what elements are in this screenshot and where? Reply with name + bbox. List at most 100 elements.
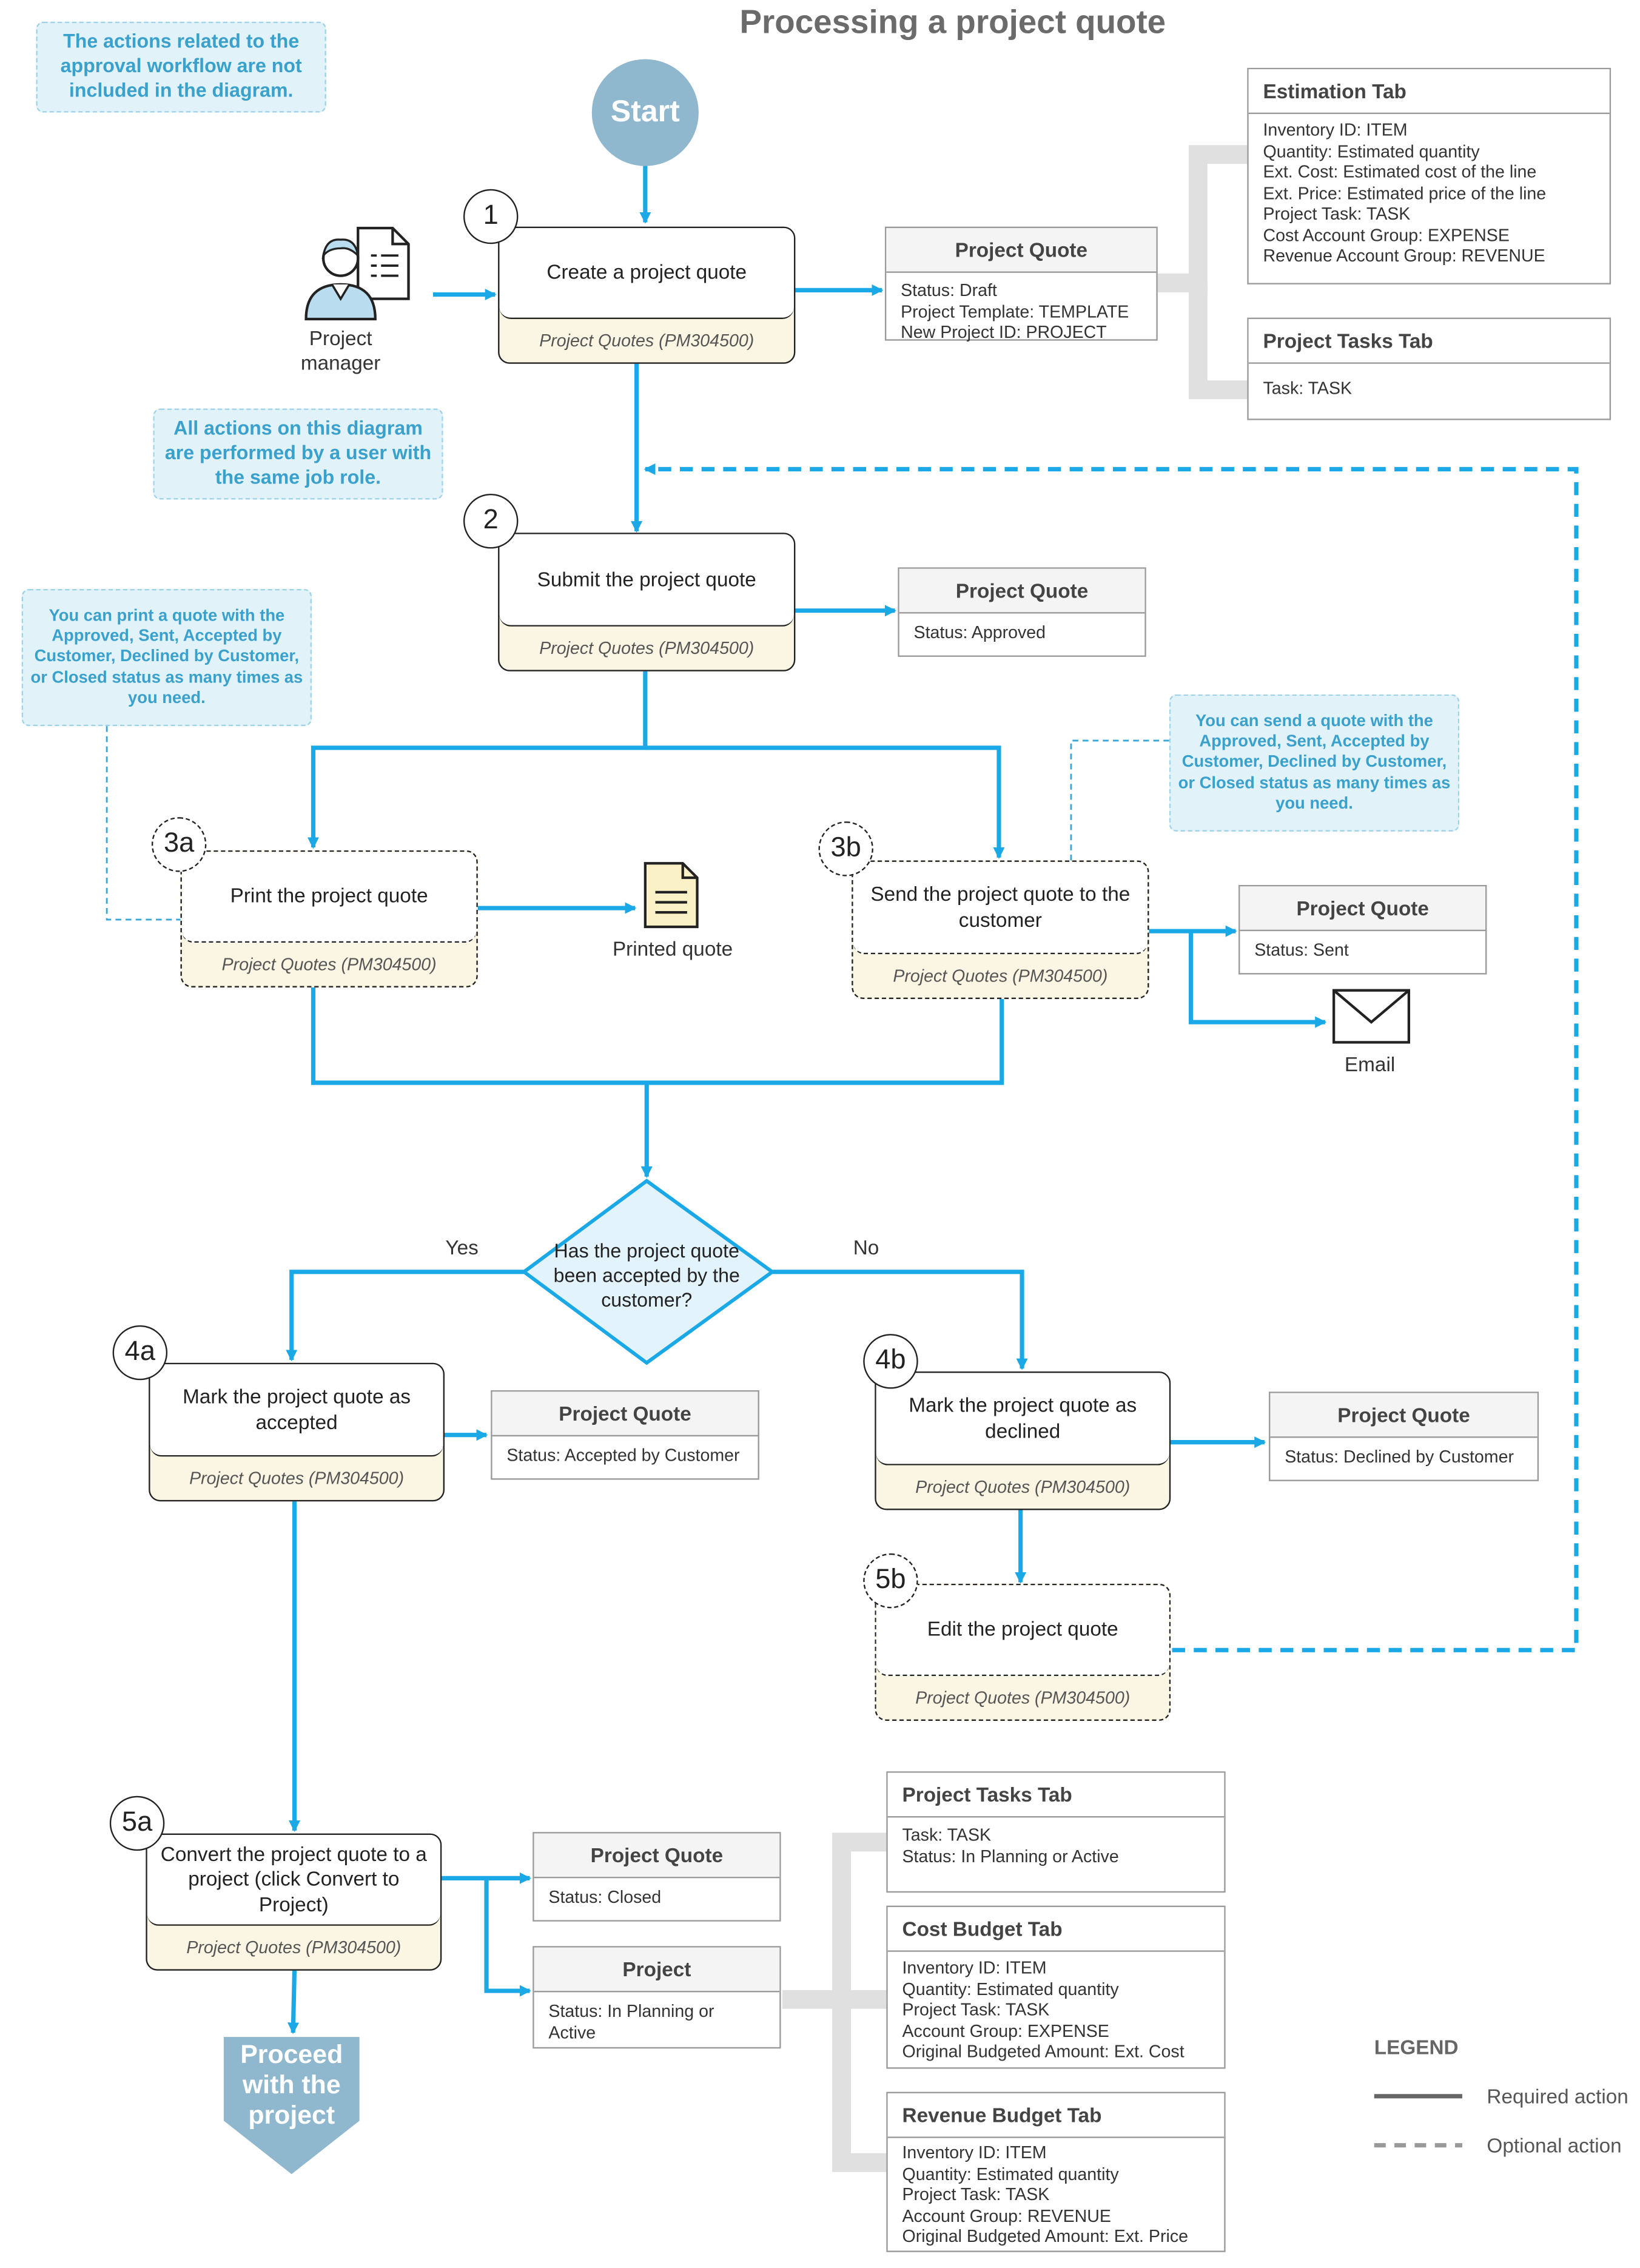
step-5b-label: Edit the project quote [876, 1585, 1169, 1677]
step-3a-screen: Project Quotes (PM304500) [221, 954, 437, 975]
card-pq-sent-title: Project Quote [1240, 886, 1486, 932]
step-2-label: Submit the project quote [499, 534, 795, 627]
card-tasks-2-line-2: Status: In Planning or Active [902, 1845, 1119, 1866]
step-1-screen: Project Quotes (PM304500) [539, 331, 754, 351]
card-cost-budget-line-5: Original Budgeted Amount: Ext. Cost [902, 2041, 1185, 2062]
card-pq-approved-title: Project Quote [899, 568, 1145, 614]
card-revenue-budget-line-4: Account Group: REVENUE [902, 2205, 1111, 2226]
card-pq-declined: Project Quote Status: Declined by Custom… [1269, 1391, 1539, 1481]
card-pq-draft-title: Project Quote [886, 228, 1157, 273]
step-5a-label: Convert the project quote to a project (… [147, 1834, 440, 1926]
card-revenue-budget: Revenue Budget Tab Inventory ID: ITEM Qu… [886, 2091, 1226, 2252]
step-5b-box[interactable]: Edit the project quote Project Quotes (P… [875, 1583, 1171, 1721]
card-revenue-budget-line-1: Inventory ID: ITEM [902, 2142, 1047, 2163]
page-title: Processing a project quote [739, 2, 1166, 41]
step-3b-box[interactable]: Send the project quote to the customer P… [852, 860, 1149, 999]
card-tasks-2-title: Project Tasks Tab [887, 1772, 1225, 1818]
card-estimation-line-6: Cost Account Group: EXPENSE [1263, 224, 1510, 245]
card-estimation-line-1: Inventory ID: ITEM [1263, 119, 1408, 140]
card-estimation-title: Estimation Tab [1248, 69, 1610, 115]
card-estimation-line-4: Ext. Price: Estimated price of the line [1263, 183, 1547, 203]
step-3b-label: Send the project quote to the customer [853, 861, 1148, 955]
decision-no: No [853, 1236, 879, 1259]
proceed-label: Proceed with the project [240, 2039, 343, 2130]
card-pq-draft-line-3: New Project ID: PROJECT [901, 321, 1107, 343]
step-4b-number: 4b [863, 1334, 918, 1389]
card-estimation-line-2: Quantity: Estimated quantity [1263, 141, 1480, 161]
step-5a-screen: Project Quotes (PM304500) [186, 1937, 402, 1958]
card-project-line-1: Status: In Planning or Active [548, 2000, 714, 2042]
step-2-box[interactable]: Submit the project quote Project Quotes … [498, 533, 796, 671]
printed-quote-icon [644, 862, 699, 929]
step-1-number: 1 [463, 189, 519, 244]
printed-quote-label: Printed quote [612, 937, 733, 960]
project-manager-icon [304, 226, 410, 321]
step-4a-number: 4a [112, 1325, 168, 1381]
note-connectors [106, 726, 1169, 921]
card-estimation-line-5: Project Task: TASK [1263, 203, 1411, 224]
card-cost-budget-line-1: Inventory ID: ITEM [902, 1957, 1047, 1978]
actor-label: Project manager [300, 326, 381, 374]
card-tasks-2: Project Tasks Tab Task: TASK Status: In … [886, 1771, 1226, 1893]
card-pq-accepted: Project Quote Status: Accepted by Custom… [491, 1390, 759, 1480]
step-3a-box[interactable]: Print the project quote Project Quotes (… [180, 850, 478, 988]
grey-connectors [782, 145, 1249, 2172]
card-estimation: Estimation Tab Inventory ID: ITEM Quanti… [1247, 67, 1611, 284]
card-pq-declined-line-1: Status: Declined by Customer [1285, 1446, 1514, 1467]
card-tasks-1: Project Tasks Tab Task: TASK [1247, 317, 1611, 420]
card-cost-budget-line-3: Project Task: TASK [902, 1999, 1050, 2020]
card-revenue-budget-line-5: Original Budgeted Amount: Ext. Price [902, 2226, 1189, 2247]
decision-question: Has the project quote been accepted by t… [553, 1240, 740, 1311]
legend-optional-label: Optional action [1487, 2133, 1622, 2157]
email-label: Email [1344, 1052, 1396, 1076]
step-5b-number: 5b [863, 1553, 918, 1609]
email-icon [1332, 989, 1411, 1044]
step-5a-box[interactable]: Convert the project quote to a project (… [146, 1833, 442, 1971]
card-cost-budget: Cost Budget Tab Inventory ID: ITEM Quant… [886, 1905, 1226, 2069]
card-revenue-budget-line-2: Quantity: Estimated quantity [902, 2163, 1119, 2184]
card-revenue-budget-title: Revenue Budget Tab [887, 2093, 1225, 2138]
note-same-role: All actions on this diagram are performe… [153, 408, 443, 500]
card-pq-approved-line-1: Status: Approved [913, 622, 1046, 643]
legend-title: LEGEND [1374, 2035, 1459, 2059]
card-project-title: Project [534, 1947, 780, 1993]
flow-lines [286, 164, 1327, 2034]
card-project: Project Status: In Planning or Active [533, 1946, 781, 2049]
step-2-number: 2 [463, 493, 519, 549]
card-pq-sent-line-1: Status: Sent [1254, 940, 1349, 960]
step-1-box[interactable]: Create a project quote Project Quotes (P… [498, 226, 796, 364]
card-revenue-budget-line-3: Project Task: TASK [902, 2184, 1050, 2205]
step-5b-screen: Project Quotes (PM304500) [915, 1688, 1131, 1708]
proceed-shape [223, 2037, 360, 2175]
card-pq-accepted-line-1: Status: Accepted by Customer [506, 1445, 740, 1465]
legend-required-label: Required action [1487, 2084, 1628, 2108]
step-4a-box[interactable]: Mark the project quote as accepted Proje… [149, 1362, 445, 1502]
card-cost-budget-title: Cost Budget Tab [887, 1906, 1225, 1952]
card-pq-draft-line-1: Status: Draft [901, 280, 997, 301]
step-4b-box[interactable]: Mark the project quote as declined Proje… [875, 1371, 1171, 1510]
step-4a-screen: Project Quotes (PM304500) [189, 1468, 405, 1489]
step-3b-number: 3b [818, 821, 873, 877]
card-pq-accepted-title: Project Quote [492, 1391, 758, 1437]
card-estimation-line-7: Revenue Account Group: REVENUE [1263, 245, 1545, 266]
card-tasks-1-line-1: Task: TASK [1263, 378, 1353, 399]
card-estimation-line-3: Ext. Cost: Estimated cost of the line [1263, 161, 1537, 182]
decision-yes: Yes [445, 1236, 479, 1259]
step-1-label: Create a project quote [499, 228, 795, 319]
note-send: You can send a quote with the Approved, … [1169, 694, 1460, 832]
card-pq-closed-line-1: Status: Closed [548, 1886, 662, 1907]
note-print: You can print a quote with the Approved,… [21, 589, 312, 727]
card-pq-closed-title: Project Quote [534, 1833, 780, 1879]
card-pq-draft-line-2: Project Template: TEMPLATE [901, 301, 1129, 321]
loop-back-line [644, 463, 1579, 1652]
card-pq-closed: Project Quote Status: Closed [533, 1832, 781, 1922]
card-pq-declined-title: Project Quote [1270, 1393, 1538, 1438]
card-pq-draft: Project Quote Status: Draft Project Temp… [884, 226, 1158, 343]
card-cost-budget-line-4: Account Group: EXPENSE [902, 2020, 1109, 2041]
card-pq-sent: Project Quote Status: Sent [1238, 884, 1487, 975]
step-4b-label: Mark the project quote as declined [876, 1373, 1169, 1465]
note-approval: The actions related to the approval work… [36, 21, 326, 113]
step-4b-screen: Project Quotes (PM304500) [915, 1476, 1131, 1498]
step-3b-screen: Project Quotes (PM304500) [893, 966, 1108, 986]
